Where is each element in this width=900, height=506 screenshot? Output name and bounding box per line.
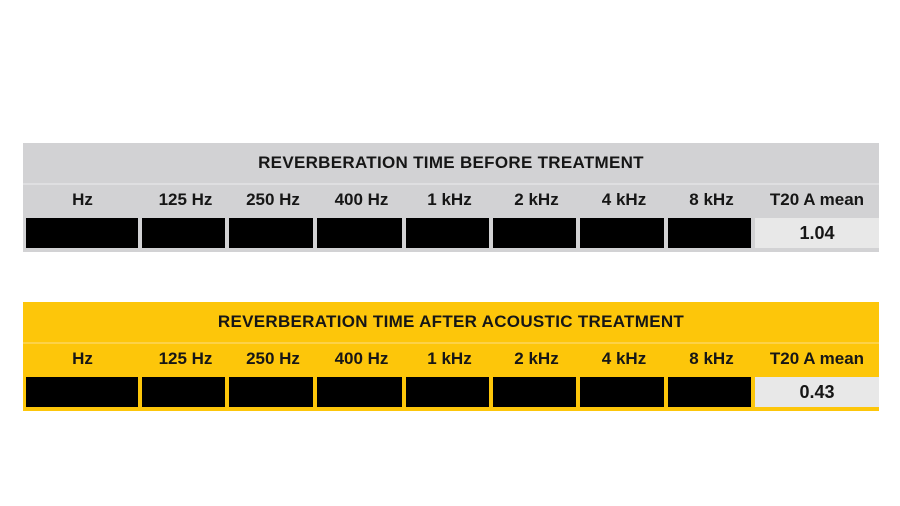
table-title-before: REVERBERATION TIME BEFORE TREATMENT [23,143,879,183]
header-cell-t20-mean: T20 A mean [769,349,865,368]
header-cell-400hz: 400 Hz [334,190,389,209]
header-cell-hz: Hz [72,349,93,368]
data-cell-blacked [406,377,493,407]
data-cell-blacked [142,377,229,407]
header-cell-250hz: 250 Hz [246,349,300,368]
header-row-after: Hz 125 Hz 250 Hz 400 Hz 1 kHz 2 kHz 4 kH… [23,344,879,374]
data-cell-blacked [406,218,493,248]
header-cell-t20-mean: T20 A mean [769,190,865,209]
header-cell-4khz: 4 kHz [601,190,647,209]
data-cell-blacked [580,377,668,407]
data-row-before: 1.04 [23,215,879,252]
mean-value-before: 1.04 [755,218,879,248]
title-separator [23,183,879,185]
title-separator [23,342,879,344]
data-cell-blacked [229,218,317,248]
table-reverb-before: REVERBERATION TIME BEFORE TREATMENT Hz 1… [23,143,879,252]
data-cell-blacked [668,377,755,407]
header-cell-1khz: 1 kHz [427,349,472,368]
data-cell-blacked [23,377,142,407]
header-cell-8khz: 8 kHz [689,190,734,209]
header-cell-4khz: 4 kHz [601,349,647,368]
data-cell-blacked [668,218,755,248]
data-cell-blacked [493,218,580,248]
header-cell-1khz: 1 kHz [427,190,472,209]
header-cell-hz: Hz [72,190,93,209]
header-cell-125hz: 125 Hz [158,190,213,209]
data-cell-blacked [580,218,668,248]
data-cell-blacked [493,377,580,407]
data-cell-blacked [229,377,317,407]
mean-value-after: 0.43 [755,377,879,407]
data-cell-blacked [317,377,406,407]
data-cell-blacked [142,218,229,248]
data-cell-blacked [317,218,406,248]
header-cell-2khz: 2 kHz [514,190,559,209]
table-title-after: REVERBERATION TIME AFTER ACOUSTIC TREATM… [23,302,879,342]
header-cell-125hz: 125 Hz [158,349,213,368]
header-row-before: Hz 125 Hz 250 Hz 400 Hz 1 kHz 2 kHz 4 kH… [23,185,879,215]
data-cell-blacked [23,218,142,248]
data-row-after: 0.43 [23,374,879,411]
header-cell-8khz: 8 kHz [689,349,734,368]
header-cell-250hz: 250 Hz [246,190,300,209]
table-reverb-after: REVERBERATION TIME AFTER ACOUSTIC TREATM… [23,302,879,411]
header-cell-2khz: 2 kHz [514,349,559,368]
header-cell-400hz: 400 Hz [334,349,389,368]
